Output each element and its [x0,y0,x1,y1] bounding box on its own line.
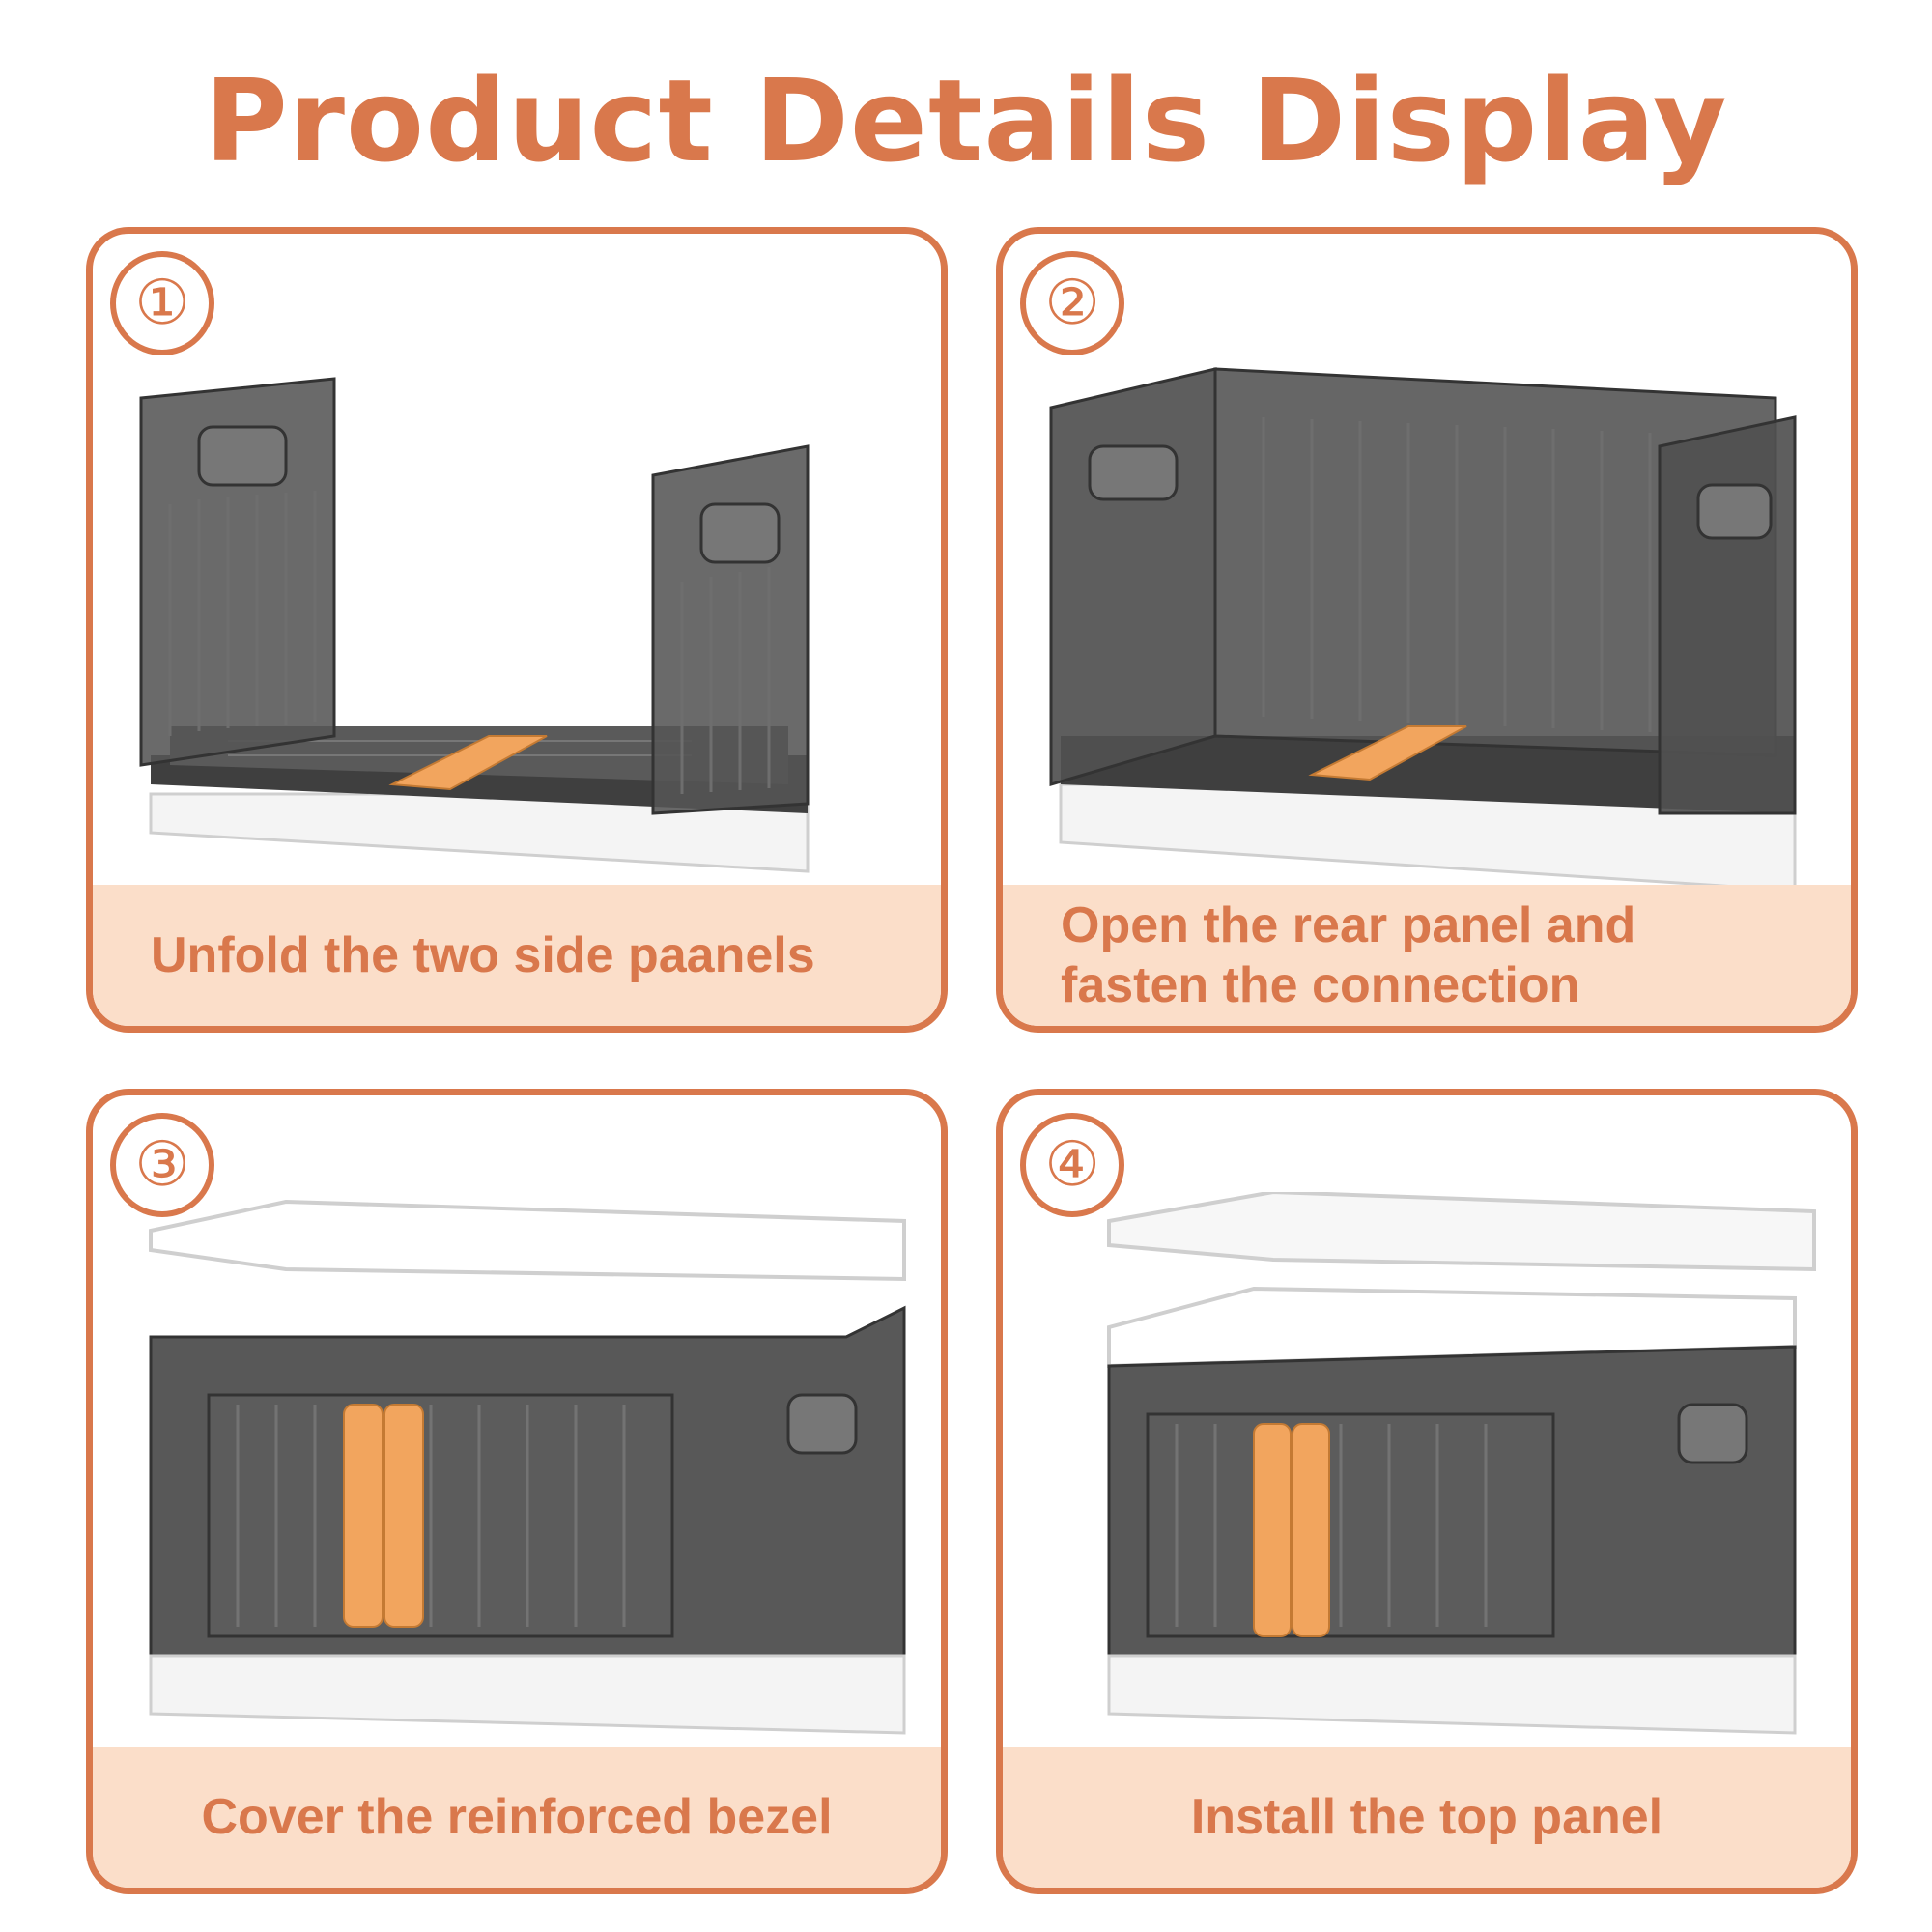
box-rear-panel-open-image [1049,367,1797,891]
step-panel-2: ② Open the rear panel and fasten the con… [996,227,1858,1033]
step-number-4: ④ [1020,1113,1124,1217]
box-bezel-cover-image [149,1199,906,1735]
step-caption-4: Install the top panel [1003,1747,1851,1888]
step-number-3: ③ [110,1113,214,1217]
step-caption-2: Open the rear panel and fasten the conne… [1003,885,1851,1026]
step-caption-3: Cover the reinforced bezel [93,1747,941,1888]
step-panel-4: ④ Install the top panel [996,1089,1858,1894]
step-number-2: ② [1020,251,1124,355]
step-panel-3: ③ Cover the reinforced bezel [86,1089,948,1894]
step-number-1: ① [110,251,214,355]
page-title: Product Details Display [204,54,1728,187]
step-caption-1: Unfold the two side paanels [93,885,941,1026]
step-panel-1: ① Unfold the two side paanels [86,227,948,1033]
box-unfolded-sides-image [139,377,810,873]
box-top-panel-install-image [1107,1192,1816,1735]
